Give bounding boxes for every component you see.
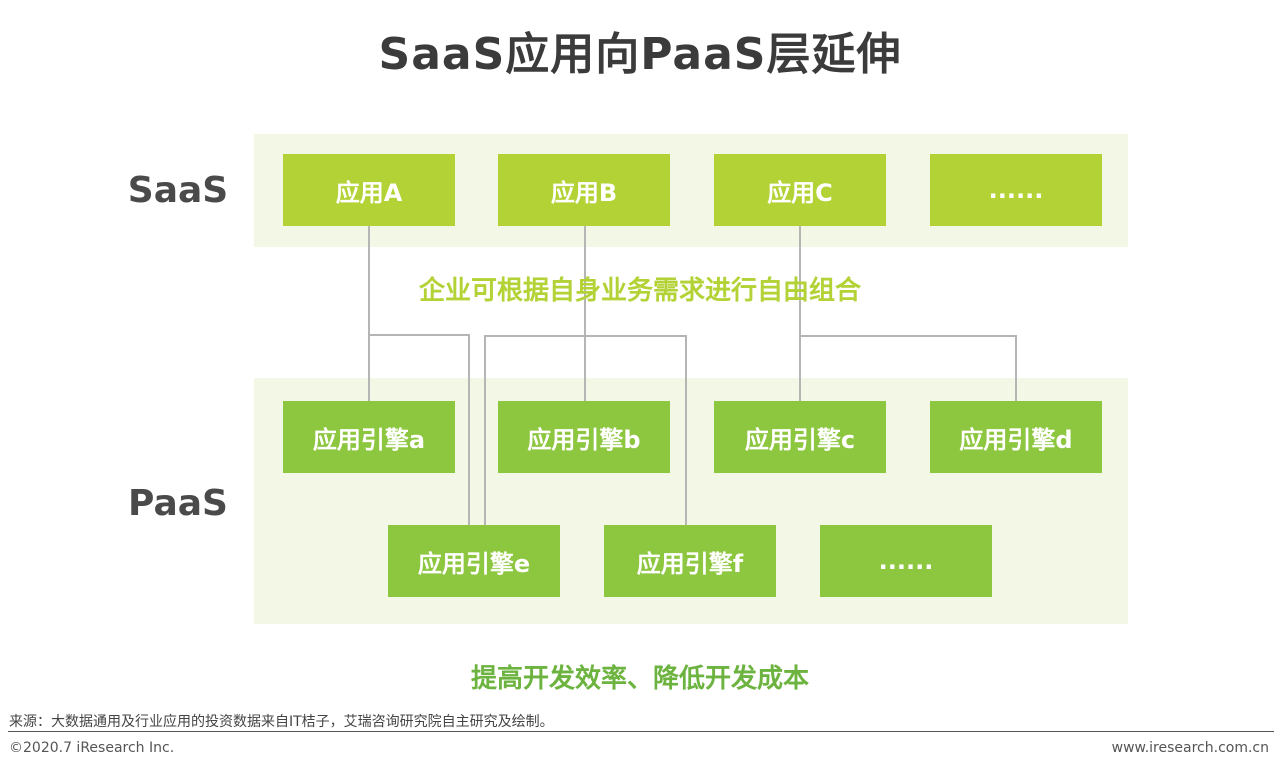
paas-engine-c: 应用引擎c — [714, 401, 886, 473]
saas-layer-label: SaaS — [127, 170, 229, 211]
combination-note-text: 企业可根据自身业务需求进行自由组合 — [418, 276, 861, 306]
source-note: 来源：大数据通用及行业应用的投资数据来自IT桔子，艾瑞咨询研究院自主研究及绘制。 — [9, 714, 554, 730]
benefit-note-text: 提高开发效率、降低开发成本 — [470, 664, 809, 694]
paas-engine-e: 应用引擎e — [388, 525, 560, 597]
paas-engine-d: 应用引擎d — [930, 401, 1102, 473]
combination-note: 企业可根据自身业务需求进行自由组合 — [0, 270, 1280, 307]
connector-app-c — [799, 226, 1017, 401]
saas-app-b: 应用B — [498, 154, 670, 226]
saas-app-more: ...... — [930, 154, 1102, 226]
footer-divider — [8, 731, 1274, 732]
copyright: ©2020.7 iResearch Inc. — [9, 740, 175, 756]
saas-app-a: 应用A — [283, 154, 455, 226]
benefit-note: 提高开发效率、降低开发成本 — [0, 658, 1280, 695]
paas-engine-b: 应用引擎b — [498, 401, 670, 473]
paas-engine-more: ...... — [820, 525, 992, 597]
paas-engine-f: 应用引擎f — [604, 525, 776, 597]
paas-engine-a: 应用引擎a — [283, 401, 455, 473]
connector-app-a — [368, 226, 470, 525]
connector-app-b — [484, 226, 687, 525]
paas-layer-label: PaaS — [128, 483, 228, 524]
website-link[interactable]: www.iresearch.com.cn — [1111, 740, 1269, 756]
saas-app-c: 应用C — [714, 154, 886, 226]
page-title: SaaS应用向PaaS层延伸 — [378, 29, 902, 80]
